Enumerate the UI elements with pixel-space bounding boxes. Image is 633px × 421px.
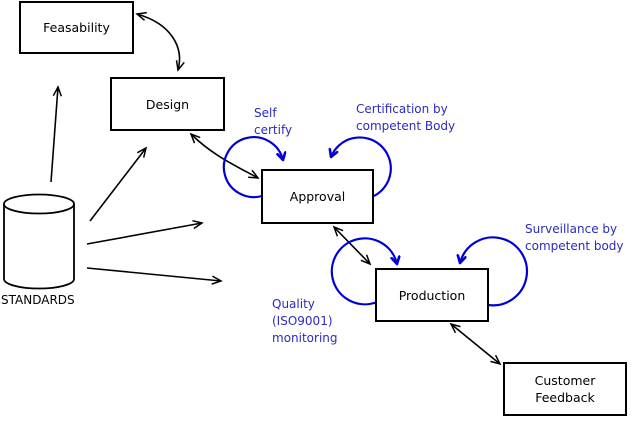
customer-feedback-line1: Customer	[534, 373, 596, 388]
arrow-feasibility-design	[135, 11, 185, 72]
design-box	[110, 77, 225, 131]
quality-line3: monitoring	[272, 331, 338, 345]
certification-note: Certification by competent Body	[356, 101, 455, 135]
surveillance-line2: competent body	[525, 239, 624, 253]
quality-note: Quality (ISO9001) monitoring	[272, 296, 338, 347]
certification-line2: competent Body	[356, 119, 456, 133]
cylinder-top	[3, 193, 75, 215]
quality-line1: Quality	[272, 297, 315, 311]
self-certify-line1: Self	[254, 106, 277, 120]
design-label: Design	[111, 78, 224, 130]
standards-cylinder	[3, 193, 75, 290]
customer-feedback-label: Customer Feedback	[504, 363, 626, 415]
arrow-standards-production	[86, 267, 223, 285]
feasibility-label-text: Feasability	[43, 20, 110, 35]
quality-line2: (ISO9001)	[272, 314, 333, 328]
production-label-text: Production	[398, 287, 466, 303]
standards-label: STANDARDS	[1, 293, 75, 307]
production-label: Production	[376, 269, 488, 321]
surveillance-line1: Surveillance by	[525, 222, 618, 236]
loop-surveillance	[460, 236, 529, 307]
self-certify-note: Self certify	[254, 105, 292, 139]
arrow-standards-design	[89, 146, 148, 222]
customer-feedback-line2: Feedback	[535, 390, 595, 405]
production-box	[375, 268, 489, 322]
customer-feedback-box	[503, 362, 627, 416]
loop-quality-monitoring	[330, 237, 397, 306]
arrow-standards-feasibility	[50, 85, 63, 183]
approval-box	[261, 169, 374, 224]
arrow-approval-production	[332, 225, 372, 266]
arrow-standards-approval	[86, 219, 204, 245]
approval-label: Approval	[262, 170, 373, 223]
cylinder-body	[3, 204, 75, 290]
loop-certification	[331, 136, 392, 197]
design-label-text: Design	[145, 96, 190, 112]
feasibility-label: Feasability	[20, 2, 133, 53]
self-certify-line2: certify	[254, 123, 293, 137]
loop-self-certify	[222, 136, 283, 199]
feasibility-box	[19, 1, 134, 54]
approval-label-text: Approval	[289, 189, 346, 204]
surveillance-note: Surveillance by competent body	[525, 221, 624, 255]
certification-line1: Certification by	[356, 102, 448, 116]
arrow-production-customer-feedback	[449, 322, 502, 366]
